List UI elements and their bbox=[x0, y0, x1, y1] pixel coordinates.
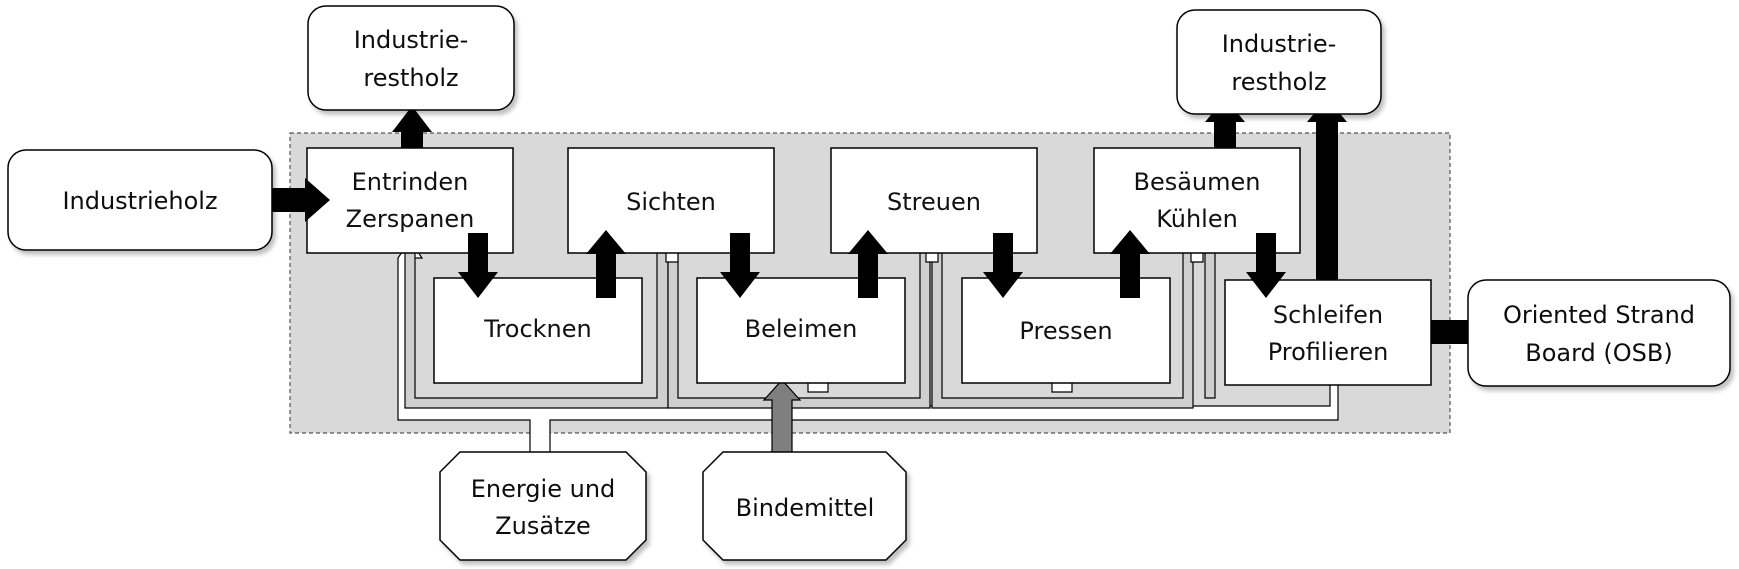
input-industrieholz-label: Industrieholz bbox=[62, 187, 217, 215]
step-entrinden-line1: Entrinden bbox=[352, 168, 469, 196]
step-sichten: Sichten bbox=[567, 147, 775, 254]
arrow-trocknen-to-sichten bbox=[586, 230, 626, 298]
step-besaeumen-line2: Kühlen bbox=[1156, 205, 1238, 233]
input-bindemittel: Bindemittel bbox=[702, 451, 907, 561]
step-trocknen-label: Trocknen bbox=[483, 315, 591, 343]
arrow-beleimen-to-streuen bbox=[848, 230, 888, 298]
input-bindemittel-label: Bindemittel bbox=[736, 494, 875, 522]
input-energie-line1: Energie und bbox=[471, 475, 616, 503]
output-restholz-left: Industrie- restholz bbox=[307, 5, 515, 111]
input-energie-line2: Zusätze bbox=[495, 512, 591, 540]
arrow-entrinden-to-trocknen bbox=[458, 233, 498, 298]
binder-arrow bbox=[762, 379, 802, 456]
output-restholz-left-line2: restholz bbox=[363, 64, 458, 92]
step-schleifen: Schleifen Profilieren bbox=[1224, 279, 1432, 386]
step-entrinden-line2: Zerspanen bbox=[346, 205, 475, 233]
arrow-streuen-to-pressen bbox=[983, 233, 1023, 298]
output-osb-line1: Oriented Strand bbox=[1503, 301, 1695, 329]
input-industrieholz: Industrieholz bbox=[7, 149, 273, 251]
step-sichten-label: Sichten bbox=[626, 188, 716, 216]
output-osb: Oriented Strand Board (OSB) bbox=[1467, 279, 1731, 387]
step-streuen-label: Streuen bbox=[887, 188, 981, 216]
arrow-sichten-to-beleimen bbox=[720, 233, 760, 298]
step-besaeumen-line1: Besäumen bbox=[1133, 168, 1260, 196]
output-restholz-right-line2: restholz bbox=[1231, 68, 1326, 96]
step-schleifen-line1: Schleifen bbox=[1273, 301, 1383, 329]
step-schleifen-line2: Profilieren bbox=[1268, 338, 1389, 366]
arrow-entrinden-to-restholz bbox=[392, 106, 432, 148]
step-pressen-label: Pressen bbox=[1019, 317, 1112, 345]
arrow-pressen-to-besaeumen bbox=[1110, 230, 1150, 298]
output-osb-line2: Board (OSB) bbox=[1525, 339, 1672, 367]
arrow-besaeumen-to-schleifen bbox=[1246, 233, 1286, 298]
output-restholz-right: Industrie- restholz bbox=[1176, 9, 1382, 115]
process-flow-arrows bbox=[256, 98, 1490, 354]
arrow-schleifen-to-restholz bbox=[1307, 98, 1347, 280]
step-beleimen: Beleimen bbox=[696, 277, 906, 384]
input-energie: Energie und Zusätze bbox=[439, 451, 647, 561]
arrow-input-to-entrinden bbox=[256, 178, 330, 222]
output-restholz-right-line1: Industrie- bbox=[1222, 30, 1337, 58]
step-beleimen-label: Beleimen bbox=[745, 315, 858, 343]
output-restholz-left-line1: Industrie- bbox=[354, 26, 469, 54]
